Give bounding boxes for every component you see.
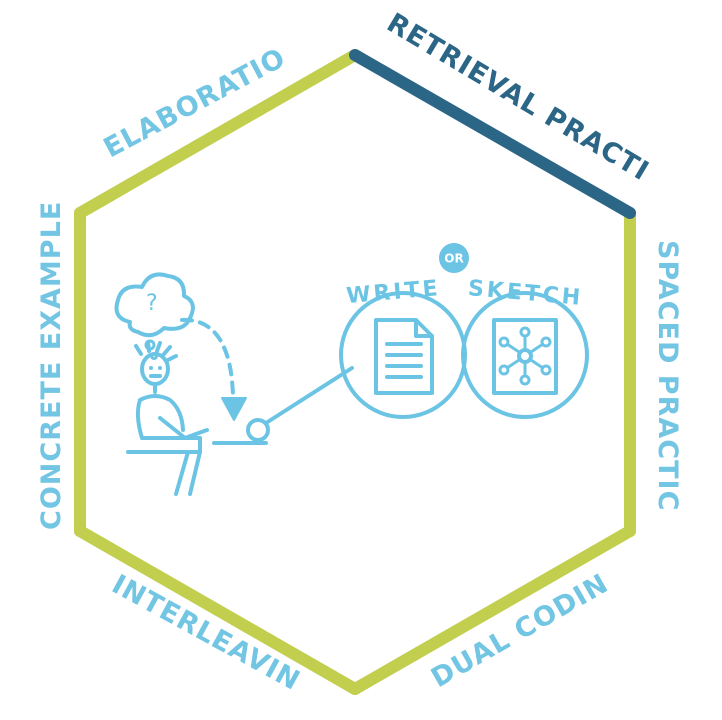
hexagon-side-top-left xyxy=(74,49,361,219)
label-elaboration: ELABORATION xyxy=(0,0,291,164)
thought-cloud-icon: ? xyxy=(114,272,195,338)
pointer-circle xyxy=(246,418,270,442)
document-icon xyxy=(374,318,434,395)
sketch-option xyxy=(461,291,589,419)
hexagon-side-bottom-right xyxy=(349,525,636,695)
label-concrete-examples: CONCRETE EXAMPLES xyxy=(0,0,67,530)
write-label: WRITE xyxy=(345,276,441,309)
connector-line xyxy=(264,366,354,425)
or-text: OR xyxy=(444,252,463,266)
hexagon-outline xyxy=(74,49,636,695)
mind-map-icon xyxy=(492,318,558,395)
dashed-arrow-icon xyxy=(180,317,247,421)
or-badge: OR xyxy=(439,243,469,273)
write-option xyxy=(339,291,467,419)
label-spaced-practice: SPACED PRACTICE xyxy=(0,0,682,511)
hexagon-side-bottom-left xyxy=(74,525,361,695)
hexagon-side-top-right-highlight xyxy=(349,49,636,219)
person-at-desk-icon xyxy=(126,340,268,496)
question-mark: ? xyxy=(146,291,158,316)
label-retrieval-practice: RETRIEVAL PRACTICE xyxy=(0,0,654,187)
